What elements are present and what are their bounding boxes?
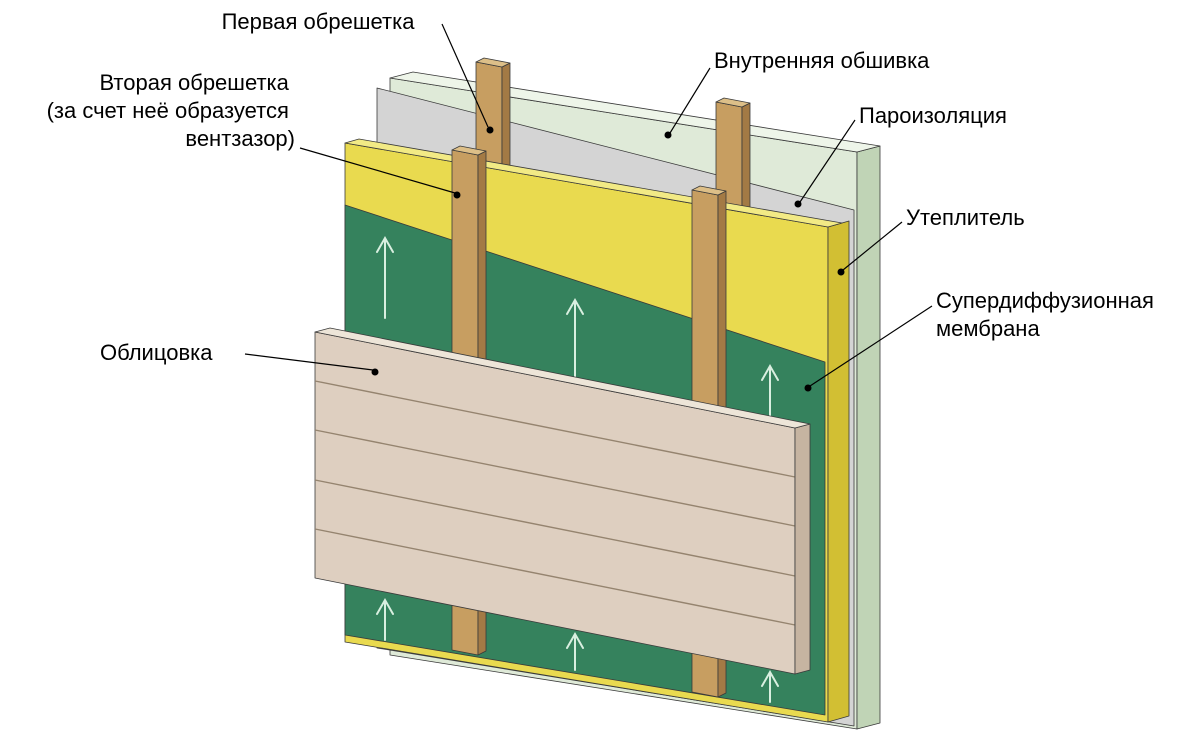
label-cladding: Облицовка (100, 340, 213, 365)
airflow-arrow-up (376, 235, 394, 319)
label-vapor-barrier: Пароизоляция (859, 103, 1007, 128)
second-lathing-batten-top (691, 185, 727, 196)
label-second-lathing-line1: Вторая обрешетка (99, 70, 289, 95)
cladding-top (314, 327, 811, 429)
label-membrane-line1: Супердиффузионная (936, 288, 1154, 313)
airflow-arrow-up (761, 669, 779, 703)
leader-line-first-lathing (441, 23, 489, 128)
airflow-arrow-up (566, 631, 584, 671)
leader-line-second-lathing (299, 147, 456, 194)
cladding-side (794, 423, 811, 675)
leader-dot-membrane (804, 384, 812, 392)
layer-cladding-planks (314, 327, 811, 675)
leader-dot-cladding (371, 368, 379, 376)
leader-dot-second-lathing (453, 191, 461, 199)
leader-line-insulation (842, 221, 903, 271)
plank-separator (314, 380, 796, 478)
first-lathing-batten-top (715, 97, 751, 108)
plank-separator (314, 429, 796, 527)
inner-sheathing-top (389, 71, 881, 153)
label-membrane: Супердиффузионная мембрана (936, 288, 1160, 341)
leader-line-membrane (809, 305, 933, 387)
leader-dot-first-lathing (486, 126, 494, 134)
label-insulation: Утеплитель (906, 205, 1025, 230)
airflow-arrow-up (376, 597, 394, 641)
plank-separator (314, 479, 796, 577)
first-lathing-batten-top (475, 57, 511, 68)
label-second-lathing: Вторая обрешетка (за счет неё образуется… (47, 70, 295, 151)
label-second-lathing-line3: вентзазор) (185, 126, 295, 151)
label-inner-sheathing: Внутренняя обшивка (714, 48, 930, 73)
label-membrane-line2: мембрана (936, 316, 1040, 341)
insulation-side (827, 220, 850, 723)
plank-separator (314, 528, 796, 626)
leader-dot-inner-sheathing (664, 131, 672, 139)
second-lathing-batten-top (451, 145, 487, 156)
label-first-lathing: Первая обрешетка (222, 9, 416, 34)
leader-line-cladding (244, 353, 374, 371)
leader-dot-insulation (837, 268, 845, 276)
leader-dot-vapor-barrier (794, 200, 802, 208)
leader-line-vapor-barrier (799, 119, 856, 203)
leader-line-inner-sheathing (669, 67, 711, 134)
label-second-lathing-line2: (за счет неё образуется (47, 98, 289, 123)
inner-sheathing-side (856, 145, 881, 730)
airflow-arrow-up (566, 297, 584, 383)
annotations: Первая обрешетка Вторая обрешетка (за сч… (47, 9, 1160, 392)
